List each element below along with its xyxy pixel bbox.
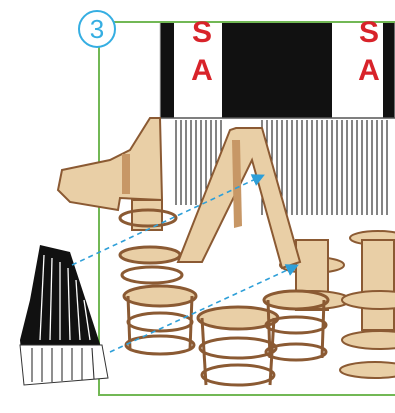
rocket-letter-s-left: S [192,16,212,49]
skirt-panel-piece [20,245,108,385]
rocket-black-stripe [222,0,332,120]
rocket-letter-a-right: A [358,54,380,87]
rocket-body [124,0,395,385]
rocket-letter-s-right: S [359,16,379,49]
engine-bells-front [124,286,328,385]
rocket-letter-a-left: A [191,54,213,87]
step-number-badge: 3 [78,10,116,48]
